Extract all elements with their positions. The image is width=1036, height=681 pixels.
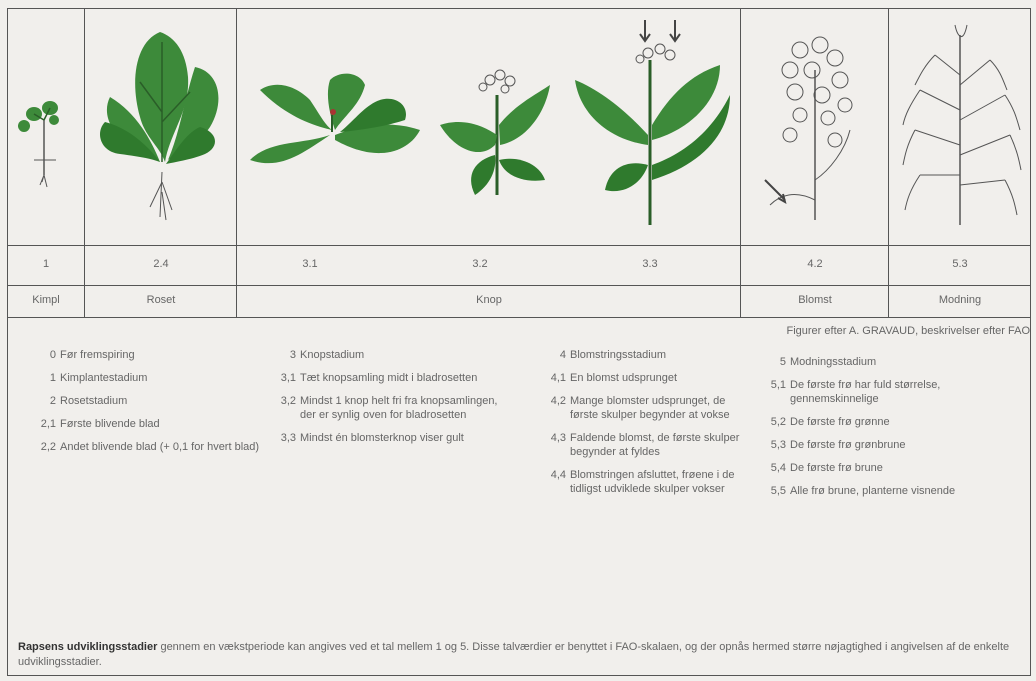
stage-label: Blomst [742,294,888,306]
stage-code: 1 [10,258,82,270]
stage-description: De første frø grønbrune [790,438,970,452]
stage-description: De første frø brune [790,461,970,475]
stage-number: 3,3 [270,431,296,445]
stage-description-item: 3,3 Mindst én blomsterknop viser gult [270,431,500,445]
stage-description-item: 4,2 Mange blomster udsprunget, de første … [540,394,750,422]
figure-caption: Rapsens udviklingsstadier gennem en væks… [18,640,1028,670]
stage-description: En blomst udsprunget [570,371,750,385]
stage-column-3: 3 Knopstadium 3,1 Tæt knopsamling midt i bl… [270,348,500,454]
stage-code: 3.1 [250,258,370,270]
stage-description-item: 2,1 Første blivende blad [30,417,270,431]
stage-number: 3,1 [270,371,296,385]
divider [740,8,741,317]
stage-description-item: 4,4 Blomstringen afsluttet, frøene i de t… [540,468,750,496]
stage-description: Knopstadium [300,348,500,362]
figure-credit: Figurer efter A. GRAVAUD, beskrivelser e… [787,325,1031,337]
stage-description-item: 4 Blomstringsstadium [540,348,750,362]
stage-column-0: 0 Før fremspiring 1 Kimplantestadium 2 Rosets… [30,348,270,463]
stage-description: Før fremspiring [60,348,270,362]
stage-number: 4 [540,348,566,362]
stage-number: 5 [760,355,786,369]
stage-description: Tæt knopsamling midt i bladrosetten [300,371,500,385]
stage-description: Modningsstadium [790,355,970,369]
seedling-illustration [10,90,82,200]
divider [7,317,1031,318]
stage-description: Mindst 1 knop helt fri fra knopsamlingen… [300,394,500,422]
divider [7,285,1031,286]
stage-label: Modning [890,294,1030,306]
stage-number: 5,1 [760,378,786,392]
stage-description-item: 5,2 De første frø grønne [760,415,970,429]
stage-description-item: 5 Modningsstadium [760,355,970,369]
stage-label: Knop [238,294,740,306]
stage-number: 2,1 [30,417,56,431]
stage-column-5: 5 Modningsstadium 5,1 De første frø har ful… [760,355,970,507]
divider [236,8,237,317]
stage-description-item: 5,1 De første frø har fuld størrelse, gen… [760,378,970,406]
stage-label: Kimpl [10,294,82,306]
stage-description-item: 2 Rosetstadium [30,394,270,408]
stage-code: 3.3 [590,258,710,270]
knop-33-illustration [570,15,735,230]
stage-code: 2.4 [86,258,236,270]
stage-description-item: 1 Kimplantestadium [30,371,270,385]
stage-number: 2,2 [30,440,56,454]
stage-description-item: 5,3 De første frø grønbrune [760,438,970,452]
knop-31-illustration [240,60,430,190]
stage-number: 0 [30,348,56,362]
stage-number: 4,2 [540,394,566,408]
stage-number: 5,2 [760,415,786,429]
stage-description: Blomstringen afsluttet, frøene i de tidl… [570,468,750,496]
stage-number: 5,5 [760,484,786,498]
stage-description: Mindst én blomsterknop viser gult [300,431,500,445]
stage-description-item: 5,5 Alle frø brune, planterne visnende [760,484,970,498]
divider [888,8,889,317]
stage-number: 2 [30,394,56,408]
stage-description-item: 4,3 Faldende blomst, de første skulper be… [540,431,750,459]
stage-code: 4.2 [742,258,888,270]
stage-description-item: 2,2 Andet blivende blad (+ 0,1 for hvert … [30,440,270,454]
stage-number: 3,2 [270,394,296,408]
stage-description-item: 5,4 De første frø brune [760,461,970,475]
stage-label: Roset [86,294,236,306]
stage-description-item: 3 Knopstadium [270,348,500,362]
caption-bold: Rapsens udviklingsstadier [18,641,157,653]
stage-column-4: 4 Blomstringsstadium 4,1 En blomst udsprung… [540,348,750,505]
caption-text: gennem en vækstperiode kan angives ved e… [18,641,1009,668]
stage-description: De første frø grønne [790,415,970,429]
stage-description: Kimplantestadium [60,371,270,385]
stage-description: Mange blomster udsprunget, de første sku… [570,394,750,422]
knop-32-illustration [435,65,565,205]
stage-description: Faldende blomst, de første skulper begyn… [570,431,750,459]
rosette-illustration [90,22,230,222]
stage-number: 4,1 [540,371,566,385]
stage-number: 3 [270,348,296,362]
stage-description: De første frø har fuld størrelse, gennem… [790,378,970,406]
stage-number: 5,3 [760,438,786,452]
stage-description: Blomstringsstadium [570,348,750,362]
stage-description: Rosetstadium [60,394,270,408]
modning-illustration [895,15,1025,230]
divider [7,245,1031,246]
blomst-illustration [750,30,885,225]
stage-description-item: 3,2 Mindst 1 knop helt fri fra knopsamlin… [270,394,500,422]
stage-number: 5,4 [760,461,786,475]
stage-code: 5.3 [890,258,1030,270]
stage-description-item: 4,1 En blomst udsprunget [540,371,750,385]
stage-description-item: 3,1 Tæt knopsamling midt i bladrosetten [270,371,500,385]
stage-description: Andet blivende blad (+ 0,1 for hvert bla… [60,440,270,454]
stage-number: 4,3 [540,431,566,445]
stage-code: 3.2 [420,258,540,270]
stage-number: 4,4 [540,468,566,482]
stage-description: Alle frø brune, planterne visnende [790,484,970,498]
stage-description-item: 0 Før fremspiring [30,348,270,362]
divider [84,8,85,317]
stage-number: 1 [30,371,56,385]
stage-description: Første blivende blad [60,417,270,431]
